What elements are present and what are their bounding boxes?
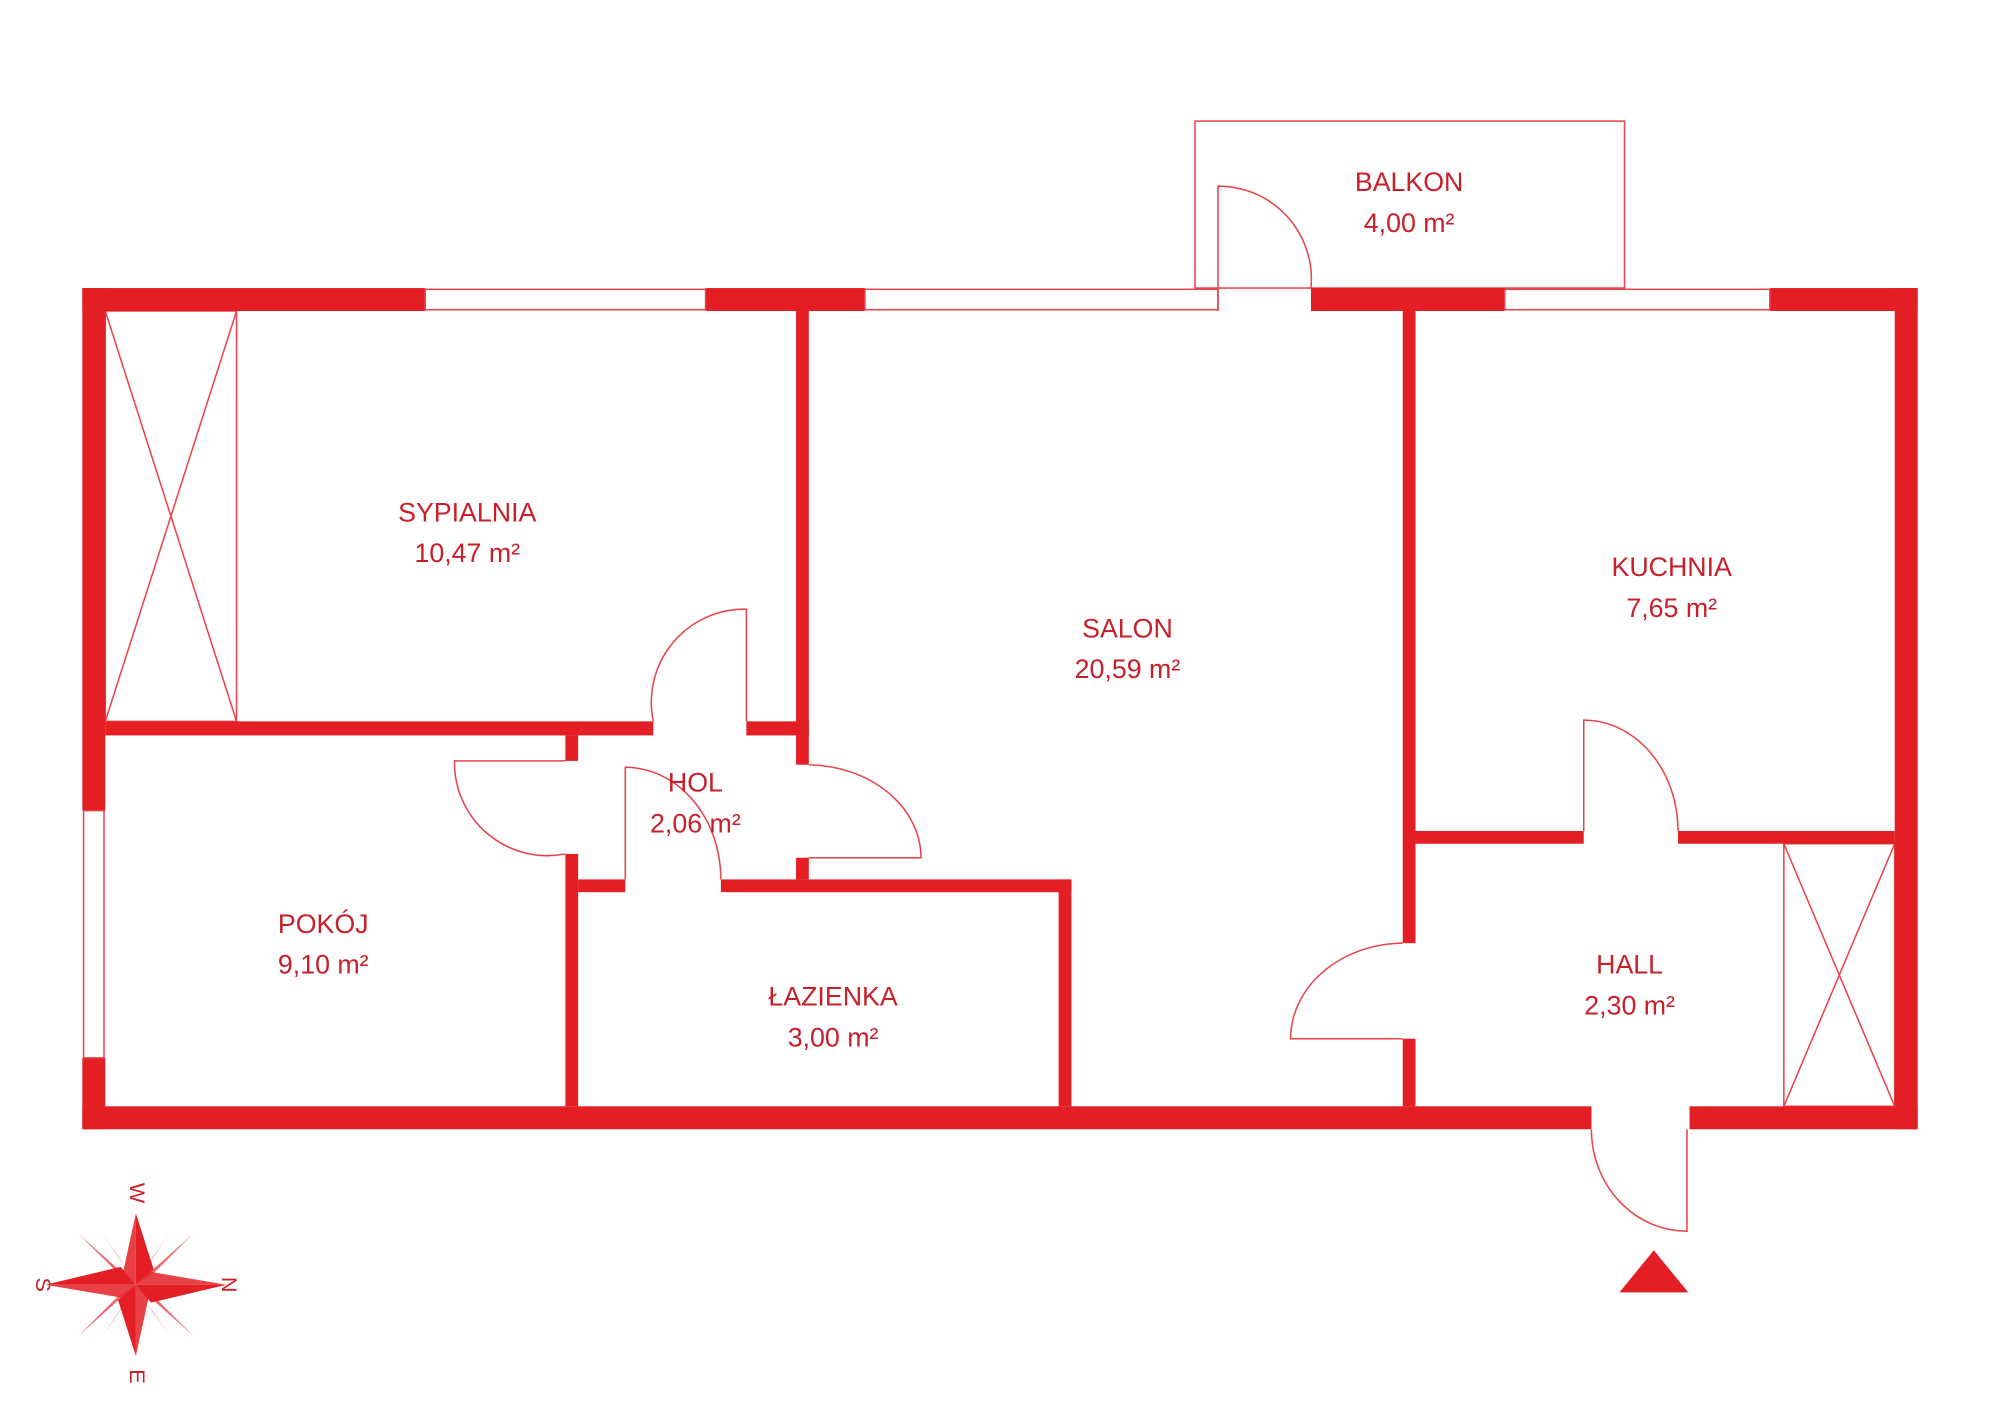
svg-text:3,00 m²: 3,00 m² <box>788 1022 879 1052</box>
balcony-outline <box>1194 120 1626 289</box>
svg-text:7,65 m²: 7,65 m² <box>1626 593 1717 623</box>
room-sypialnia: SYPIALNIA 10,47 m² <box>398 497 536 568</box>
entrance-arrow <box>1619 1250 1689 1293</box>
svg-text:HALL: HALL <box>1596 950 1663 980</box>
svg-text:SALON: SALON <box>1082 613 1173 643</box>
windows <box>82 288 1771 1059</box>
compass-n: N <box>217 1277 242 1293</box>
compass-e: E <box>125 1369 150 1383</box>
svg-text:POKÓJ: POKÓJ <box>278 908 369 939</box>
doors <box>453 185 1688 1232</box>
svg-text:BALKON: BALKON <box>1355 167 1464 197</box>
svg-text:HOL: HOL <box>668 767 723 797</box>
svg-text:2,06 m²: 2,06 m² <box>650 808 741 838</box>
svg-text:2,30 m²: 2,30 m² <box>1584 991 1675 1021</box>
room-pokoj: POKÓJ 9,10 m² <box>278 908 369 980</box>
svg-text:10,47 m²: 10,47 m² <box>414 538 520 568</box>
room-balkon: BALKON 4,00 m² <box>1355 167 1464 238</box>
svg-text:KUCHNIA: KUCHNIA <box>1611 552 1732 582</box>
svg-text:4,00 m²: 4,00 m² <box>1364 208 1455 238</box>
walls <box>82 288 1918 1130</box>
svg-text:ŁAZIENKA: ŁAZIENKA <box>768 982 897 1012</box>
compass-s: S <box>31 1277 56 1291</box>
svg-text:20,59 m²: 20,59 m² <box>1075 654 1181 684</box>
closet-left <box>104 310 238 723</box>
room-lazienka: ŁAZIENKA 3,00 m² <box>768 982 897 1053</box>
room-hol: HOL 2,06 m² <box>650 767 741 838</box>
svg-text:SYPIALNIA: SYPIALNIA <box>398 497 536 527</box>
room-salon: SALON 20,59 m² <box>1075 613 1181 684</box>
compass-w: W <box>125 1183 150 1204</box>
compass-rose-icon: W N S E <box>31 1183 242 1384</box>
room-kuchnia: KUCHNIA 7,65 m² <box>1611 552 1732 623</box>
closet-hall <box>1783 842 1896 1108</box>
room-hall: HALL 2,30 m² <box>1584 950 1675 1021</box>
svg-text:9,10 m²: 9,10 m² <box>278 950 369 980</box>
